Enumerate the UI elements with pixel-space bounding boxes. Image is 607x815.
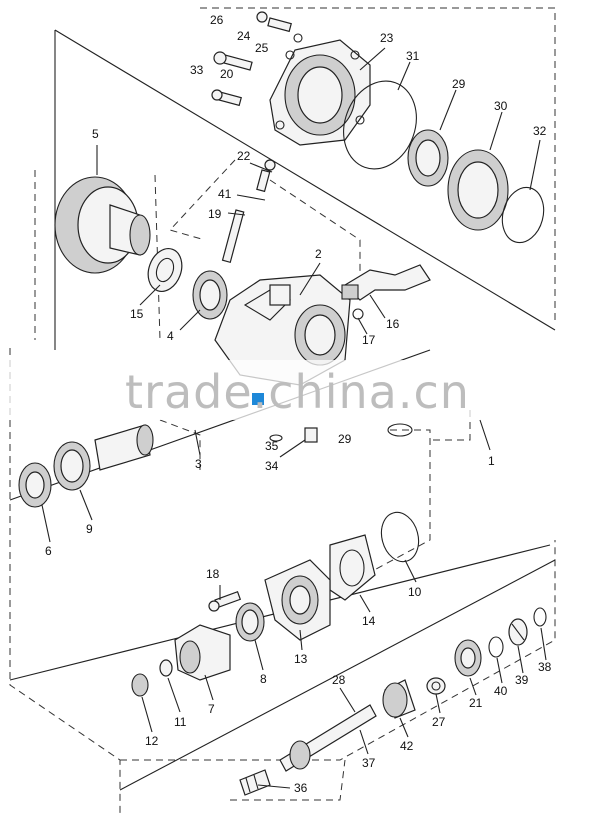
- callout-35: 35: [265, 439, 279, 453]
- bearing-8: [235, 602, 265, 642]
- callout-38: 38: [538, 660, 552, 674]
- callout-21: 21: [469, 696, 483, 710]
- callout-34: 34: [265, 459, 279, 473]
- thrust-washer-15: [147, 248, 183, 292]
- callout-28: 28: [332, 673, 346, 687]
- callout-37: 37: [362, 756, 376, 770]
- callout-19: 19: [208, 207, 222, 221]
- pinion-shaft: [94, 424, 154, 471]
- callout-18: 18: [206, 567, 220, 581]
- callout-labels: 1 2 3 4 5 6 7 8 9 10 11 12 13 14 15 16 1…: [45, 13, 552, 795]
- bearing-6: [18, 462, 52, 508]
- callout-9: 9: [86, 522, 93, 536]
- callout-29-upper: 29: [452, 77, 466, 91]
- drive-shaft-37: [279, 704, 377, 772]
- washer-11: [159, 659, 173, 677]
- bearing-30: [447, 149, 509, 231]
- ring-gear-5: [54, 176, 151, 274]
- callout-36: 36: [294, 781, 308, 795]
- bolts-top: [211, 11, 303, 107]
- coupling-21: [454, 639, 482, 677]
- yoke-7: [174, 624, 231, 681]
- leader-lines: [41, 47, 547, 789]
- callout-2: 2: [315, 247, 322, 261]
- callout-16: 16: [386, 317, 400, 331]
- callout-32: 32: [533, 124, 547, 138]
- oil-seal-29-upper: [407, 129, 449, 187]
- callout-12: 12: [145, 734, 159, 748]
- callout-40: 40: [494, 684, 508, 698]
- callout-1: 1: [488, 454, 495, 468]
- callout-4: 4: [167, 329, 174, 343]
- callout-29-lower: 29: [338, 432, 352, 446]
- callout-39: 39: [515, 673, 529, 687]
- watermark: trade.china.cn: [0, 360, 607, 420]
- spring-39: [508, 618, 528, 646]
- callout-27: 27: [432, 715, 446, 729]
- callout-13: 13: [294, 652, 308, 666]
- o-ring-10: [380, 511, 420, 563]
- spring-36: [239, 769, 271, 796]
- cover-plate: [269, 39, 371, 146]
- callout-23: 23: [380, 31, 394, 45]
- gear-housing-2: [214, 274, 351, 386]
- callout-14: 14: [362, 614, 376, 628]
- callout-24: 24: [237, 29, 251, 43]
- nut-12: [131, 673, 149, 697]
- callout-41: 41: [218, 187, 232, 201]
- bearing-9: [53, 441, 91, 491]
- circlip-38: [533, 607, 547, 627]
- clamp-27: [426, 677, 446, 695]
- callout-10: 10: [408, 585, 422, 599]
- circlip-40: [488, 636, 504, 658]
- drain-plug-34: [269, 423, 413, 443]
- breather-pipe-19: [221, 159, 276, 264]
- callout-8: 8: [260, 672, 267, 686]
- callout-26: 26: [210, 13, 224, 27]
- callout-25: 25: [255, 41, 269, 55]
- joint-42: [382, 679, 416, 719]
- sensor-16: [341, 264, 431, 320]
- callout-3: 3: [195, 457, 202, 471]
- callout-42: 42: [400, 739, 414, 753]
- callout-15: 15: [130, 307, 144, 321]
- watermark-text: trade.china.cn: [125, 365, 470, 419]
- bearing-housing-13: [264, 559, 331, 641]
- callout-11: 11: [174, 715, 187, 729]
- callout-6: 6: [45, 544, 52, 558]
- callout-17: 17: [362, 333, 376, 347]
- callout-33: 33: [190, 63, 204, 77]
- callout-31: 31: [406, 49, 420, 63]
- dashed-outlines: [9, 7, 556, 815]
- callout-20: 20: [220, 67, 234, 81]
- callout-7: 7: [208, 702, 215, 716]
- callout-22: 22: [237, 149, 251, 163]
- bolt-18: [208, 591, 242, 612]
- o-ring-31: [343, 80, 417, 170]
- callout-30: 30: [494, 99, 508, 113]
- bearing-4: [192, 270, 228, 320]
- callout-5: 5: [92, 127, 99, 141]
